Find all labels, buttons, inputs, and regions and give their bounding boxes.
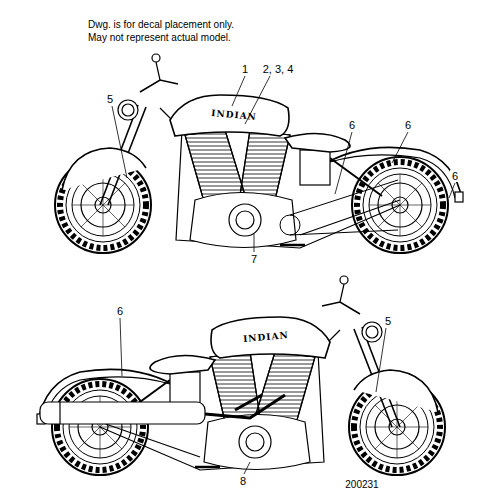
note-text: Dwg. is for decal placement only.	[88, 19, 234, 30]
callout-number: 8	[238, 475, 248, 487]
callout-number: 6	[115, 305, 125, 317]
callout-number: 5	[105, 93, 115, 105]
drive-belt	[280, 180, 398, 235]
callout-number: 2, 3, 4	[261, 63, 296, 75]
motorcycle-right-view	[37, 276, 445, 475]
tank-logo: INDIAN	[211, 109, 257, 123]
callout-number: 6	[403, 119, 413, 131]
exhaust	[40, 395, 285, 424]
drawing-number: 200231	[345, 479, 378, 490]
motorcycle-left-view	[55, 54, 463, 253]
note-text: May not represent actual model.	[88, 32, 231, 43]
callout-number: 1	[240, 63, 250, 75]
callout-number: 6	[450, 170, 460, 182]
callout-number: 6	[347, 119, 357, 131]
tank-logo: INDIAN	[243, 331, 289, 345]
leader-lines	[112, 76, 455, 474]
callout-number: 7	[249, 253, 259, 265]
callout-number: 5	[383, 315, 393, 327]
